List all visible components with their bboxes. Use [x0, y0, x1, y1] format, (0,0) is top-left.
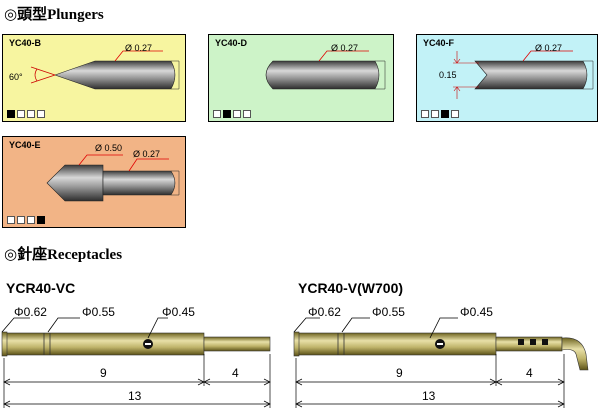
plunger-dimension: Ø 0.27: [331, 43, 359, 53]
plungers-heading: ◎頭型Plungers: [4, 7, 104, 23]
plunger-label: YC40-B: [9, 38, 42, 48]
plunger-dimension-shaft: Ø 0.27: [133, 149, 161, 159]
plunger-dimension-head: Ø 0.50: [95, 143, 123, 153]
length-label-a: 9: [100, 366, 107, 380]
plunger-dimension: Ø 0.27: [535, 43, 563, 53]
length-label-a: 9: [396, 366, 403, 380]
diameter-label-1: Φ0.62: [308, 305, 341, 319]
diameter-label-3: Φ0.45: [460, 305, 493, 319]
receptacle-ycr40-v-w700-drawing: [293, 317, 589, 408]
plunger-card-yc40-e: YC40-E Ø 0.50 Ø 0.27: [2, 136, 186, 228]
receptacle-title: YCR40-VC: [6, 280, 76, 296]
diameter-label-2: Φ0.55: [372, 305, 405, 319]
plunger-label: YC40-E: [9, 140, 41, 150]
diameter-label-3: Φ0.45: [162, 305, 195, 319]
length-label-total: 13: [422, 389, 436, 403]
model-indicator: [213, 110, 251, 118]
plunger-label: YC40-D: [215, 38, 248, 48]
model-indicator: [7, 216, 45, 224]
model-indicator: [7, 110, 45, 118]
receptacles-heading: ◎針座Receptacles: [4, 247, 123, 263]
length-label-b: 4: [526, 366, 533, 380]
tip-gap: 0.15: [439, 70, 457, 80]
plunger-yc40-f-drawing: [453, 50, 594, 99]
receptacle-ycr40-vc-drawing: [1, 317, 271, 408]
length-label-total: 13: [128, 389, 142, 403]
plunger-label: YC40-F: [423, 38, 455, 48]
plunger-card-yc40-d: YC40-D Ø 0.27: [208, 34, 394, 122]
plunger-dimension: Ø 0.27: [125, 43, 153, 53]
receptacle-title: YCR40-V(W700): [298, 280, 404, 296]
model-indicator: [421, 110, 459, 118]
length-label-b: 4: [232, 366, 239, 380]
plunger-yc40-e-drawing: [46, 154, 180, 202]
plunger-card-yc40-b: YC40-B Ø 0.27 60°: [2, 34, 186, 122]
plunger-yc40-d-drawing: [265, 50, 386, 90]
plunger-card-yc40-f: YC40-F Ø 0.27 0.15: [416, 34, 598, 122]
diameter-label-1: Φ0.62: [14, 305, 47, 319]
diameter-label-2: Φ0.55: [82, 305, 115, 319]
tip-angle: 60°: [9, 72, 23, 82]
plunger-yc40-b-drawing: [30, 50, 180, 90]
